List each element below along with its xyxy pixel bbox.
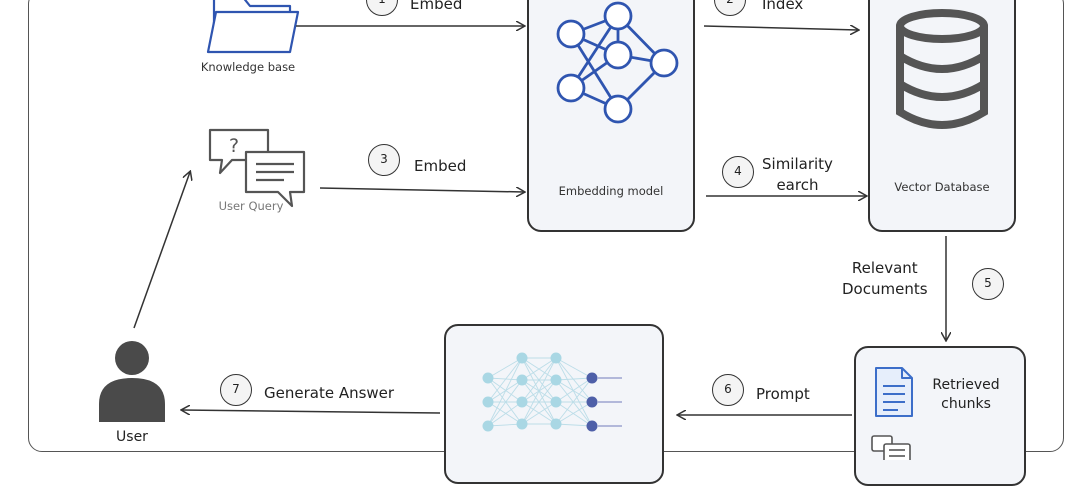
arrow-index [703, 26, 858, 30]
user-query-label: User Query [218, 199, 284, 213]
diagram-graphics: ? [99, 0, 988, 460]
llm-network-icon [482, 352, 622, 432]
arrow-generate-answer [182, 410, 441, 413]
index-label: Index [762, 0, 804, 13]
arrow-embed-query [319, 188, 524, 192]
relevant-documents-label: Relevant Documents [842, 259, 928, 298]
prompt-label: Prompt [756, 385, 810, 403]
user-icon [99, 341, 165, 422]
chat-mini-icon [871, 435, 911, 460]
chat-bubbles-icon: ? [208, 128, 306, 208]
embed-query-label: Embed [414, 157, 467, 175]
step-6-circle: 6 [712, 374, 744, 406]
retrieved-chunks-label: Retrieved chunks [932, 377, 1000, 412]
embedding-model-label: Embedding model [558, 184, 664, 198]
generate-answer-label: Generate Answer [264, 384, 395, 402]
database-icon [896, 9, 988, 129]
vector-database-label: Vector Database [894, 180, 990, 194]
step-5-circle: 5 [972, 268, 1004, 300]
step-4-circle: 4 [722, 156, 754, 188]
knowledge-base-label: Knowledge base [200, 60, 296, 74]
step-3-circle: 3 [368, 144, 400, 176]
document-icon [875, 367, 913, 417]
user-label: User [116, 429, 148, 445]
folder-icon [206, 0, 300, 54]
svg-text:?: ? [229, 135, 239, 157]
step-7-circle: 7 [220, 374, 252, 406]
arrow-user-to-query [133, 172, 190, 329]
embed-docs-label: Embed [410, 0, 463, 13]
similarity-search-label: Similarity earch [762, 155, 833, 194]
neural-network-icon [556, 1, 679, 124]
